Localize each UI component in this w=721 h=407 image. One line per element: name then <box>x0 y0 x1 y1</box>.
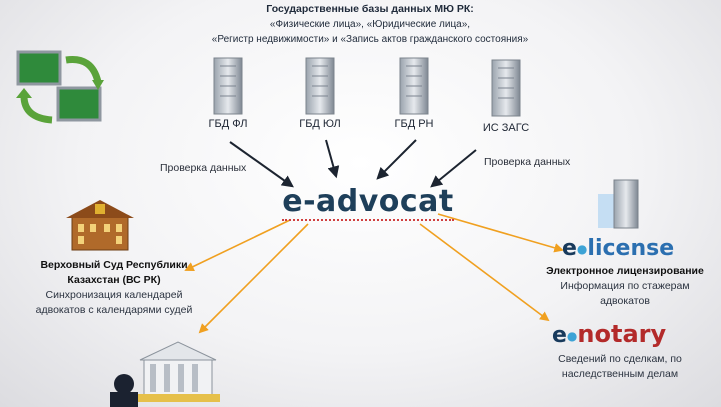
court-block: Верховный Суд Республики Казахстан (ВС Р… <box>14 258 214 318</box>
computers-sync-icon <box>16 50 104 124</box>
header-line2: «Физические лица», «Юридические лица», <box>269 19 471 30</box>
arrow-gbd-ul <box>325 139 340 179</box>
e-notary-logo: e●notary <box>552 320 666 348</box>
license-block: Электронное лицензирование Информация по… <box>530 264 720 309</box>
notary-block: Сведений по сделкам, по наследственным д… <box>530 352 710 382</box>
dot-icon: ● <box>576 242 588 256</box>
e-license-logo: e●license <box>562 236 674 261</box>
e-advocat-text: e-advocat <box>282 184 454 221</box>
license-desc-2: адвокатов <box>600 295 650 307</box>
arrow-to-court <box>184 219 291 271</box>
db-item-1: ГБД ФЛ <box>188 116 268 130</box>
court-building-icon <box>66 200 134 251</box>
e-notary-rest: notary <box>577 320 667 348</box>
db-item-4: ИС ЗАГС <box>466 120 546 134</box>
arrow-gbd-rn <box>376 139 417 180</box>
db-label: ГБД ФЛ <box>208 118 248 130</box>
e-license-e: e <box>562 236 577 261</box>
notary-desc-2: наследственным делам <box>561 368 679 380</box>
db-label: ИС ЗАГС <box>482 122 530 134</box>
arrow-to-ministry <box>198 223 309 334</box>
court-desc-2: адвокатов с календарями судей <box>35 304 193 316</box>
db-item-2: ГБД ЮЛ <box>280 116 360 130</box>
ministry-building-icon <box>110 341 220 407</box>
header-line3: «Регистр недвижимости» и «Запись актов г… <box>211 34 529 45</box>
db-label: ГБД РН <box>394 118 434 130</box>
header-title: Государственные базы данных МЮ РК: <box>266 3 474 15</box>
court-desc-1: Синхронизация календарей <box>45 289 183 301</box>
db-building-1 <box>213 57 243 115</box>
dot-icon: ● <box>566 329 578 343</box>
license-title: Электронное лицензирование <box>546 265 704 277</box>
db-building-4 <box>491 59 521 117</box>
notary-desc-1: Сведений по сделкам, по <box>558 353 682 365</box>
header: Государственные базы данных МЮ РК: «Физи… <box>160 2 580 47</box>
check-label-right: Проверка данных <box>484 156 571 168</box>
arrow-gbd-fl <box>229 141 294 188</box>
db-building-3 <box>399 57 429 115</box>
check-label-left: Проверка данных <box>160 162 247 174</box>
e-license-rest: license <box>587 236 675 261</box>
license-server-icon <box>598 179 639 229</box>
arrow-to-notary <box>419 223 550 322</box>
court-title-2: Казахстан (ВС РК) <box>67 274 161 286</box>
db-label: ГБД ЮЛ <box>299 118 341 130</box>
db-item-3: ГБД РН <box>374 116 454 130</box>
license-desc-1: Информация по стажерам <box>560 280 690 292</box>
db-building-2 <box>305 57 335 115</box>
arrow-to-license <box>437 213 564 253</box>
court-title-1: Верховный Суд Республики <box>40 259 188 271</box>
e-notary-e: e <box>552 323 567 348</box>
e-advocat-logo: e-advocat <box>268 184 468 221</box>
arrow-is-zags <box>430 149 477 188</box>
